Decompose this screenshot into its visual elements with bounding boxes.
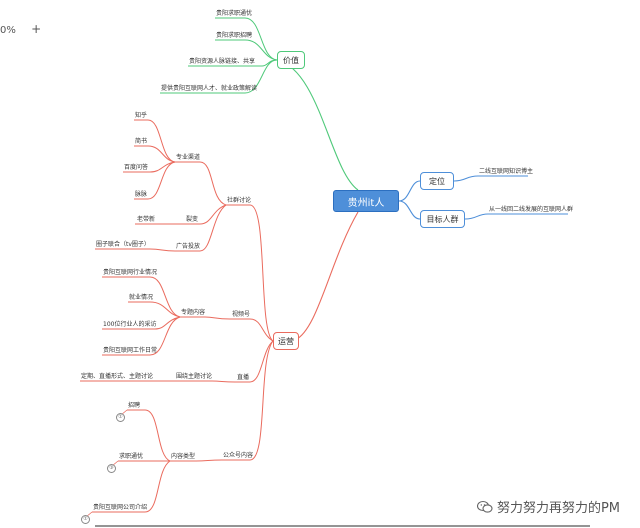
zhuanti-item-4[interactable]: 贵阳互联网工作日常 [103,347,158,354]
connector-root-yunying [294,211,359,341]
count-badge[interactable]: ① [116,413,125,422]
zoom-in-button[interactable]: + [31,22,42,36]
jiazhi-item-4[interactable]: 提供贵阳互联网人才、就业政策解读 [161,85,258,92]
node-yunying[interactable]: 运营 [273,332,299,350]
zhuanti-item-2[interactable]: 就业情况 [129,294,154,301]
connector-root-jiazhi [276,59,359,191]
node-shipinhao[interactable]: 视频号 [232,311,251,318]
mubiao-child[interactable]: 从一线回二线发展的互联网人群 [489,206,574,213]
guanggao-item-1[interactable]: 圈子联合（tv圈子） [96,241,150,248]
node-zhibo[interactable]: 直播 [237,374,250,381]
count-badge[interactable]: ③ [107,464,116,473]
node-liebian[interactable]: 裂变 [186,216,199,223]
node-neirong[interactable]: 内容类型 [171,453,196,460]
neirong-item-1[interactable]: 招聘 [128,402,141,409]
zhuanye-item-1[interactable]: 知乎 [135,112,148,119]
watermark-text: 努力努力再努力的PM [496,501,620,516]
zoom-level: 0% [0,25,16,36]
watermark: 努力努力再努力的PM [476,497,620,516]
node-zhuanti[interactable]: 专题内容 [181,309,206,316]
dingwei-child[interactable]: 二线互联网知识博主 [479,168,534,175]
zoom-toolbar: 0% + [0,22,41,36]
node-weirao[interactable]: 围绕主题讨论 [176,373,213,380]
node-zhuanye[interactable]: 专业渠道 [176,154,201,161]
zhuanye-item-3[interactable]: 百度问答 [124,164,149,171]
wechat-icon [476,500,493,513]
liebian-item-1[interactable]: 老带新 [137,216,156,223]
connector-root-mubiao [398,200,421,220]
node-guanggao[interactable]: 广告投放 [176,243,201,250]
zhuanti-item-1[interactable]: 贵阳互联网行业情况 [103,269,158,276]
zhuanye-item-4[interactable]: 脉脉 [135,191,148,198]
jiazhi-item-2[interactable]: 贵阳求职招聘 [216,32,253,39]
count-badge[interactable]: ① [81,515,90,524]
jiazhi-item-3[interactable]: 贵阳资源人脉链接、共享 [189,58,256,65]
node-dingwei[interactable]: 定位 [420,172,454,190]
weirao-item-1[interactable]: 定期、直播形式、主题讨论 [81,373,154,380]
neirong-item-3[interactable]: 贵阳互联网公司介绍 [93,504,148,511]
node-gongzhonghao[interactable]: 公众号内容 [223,452,254,459]
node-mubiao[interactable]: 目标人群 [420,210,465,228]
node-jiazhi[interactable]: 价值 [277,51,305,69]
root-node[interactable]: 贵州it人 [333,190,399,212]
neirong-item-2[interactable]: 求职通忧 [119,453,144,460]
zhuanti-item-3[interactable]: 100位行业人的采访 [103,321,157,328]
connector-root-dingwei [398,180,421,202]
zhuanye-item-2[interactable]: 简书 [135,138,148,145]
node-shequn[interactable]: 社群讨论 [227,197,252,204]
jiazhi-item-1[interactable]: 贵阳求职通忧 [216,10,253,17]
